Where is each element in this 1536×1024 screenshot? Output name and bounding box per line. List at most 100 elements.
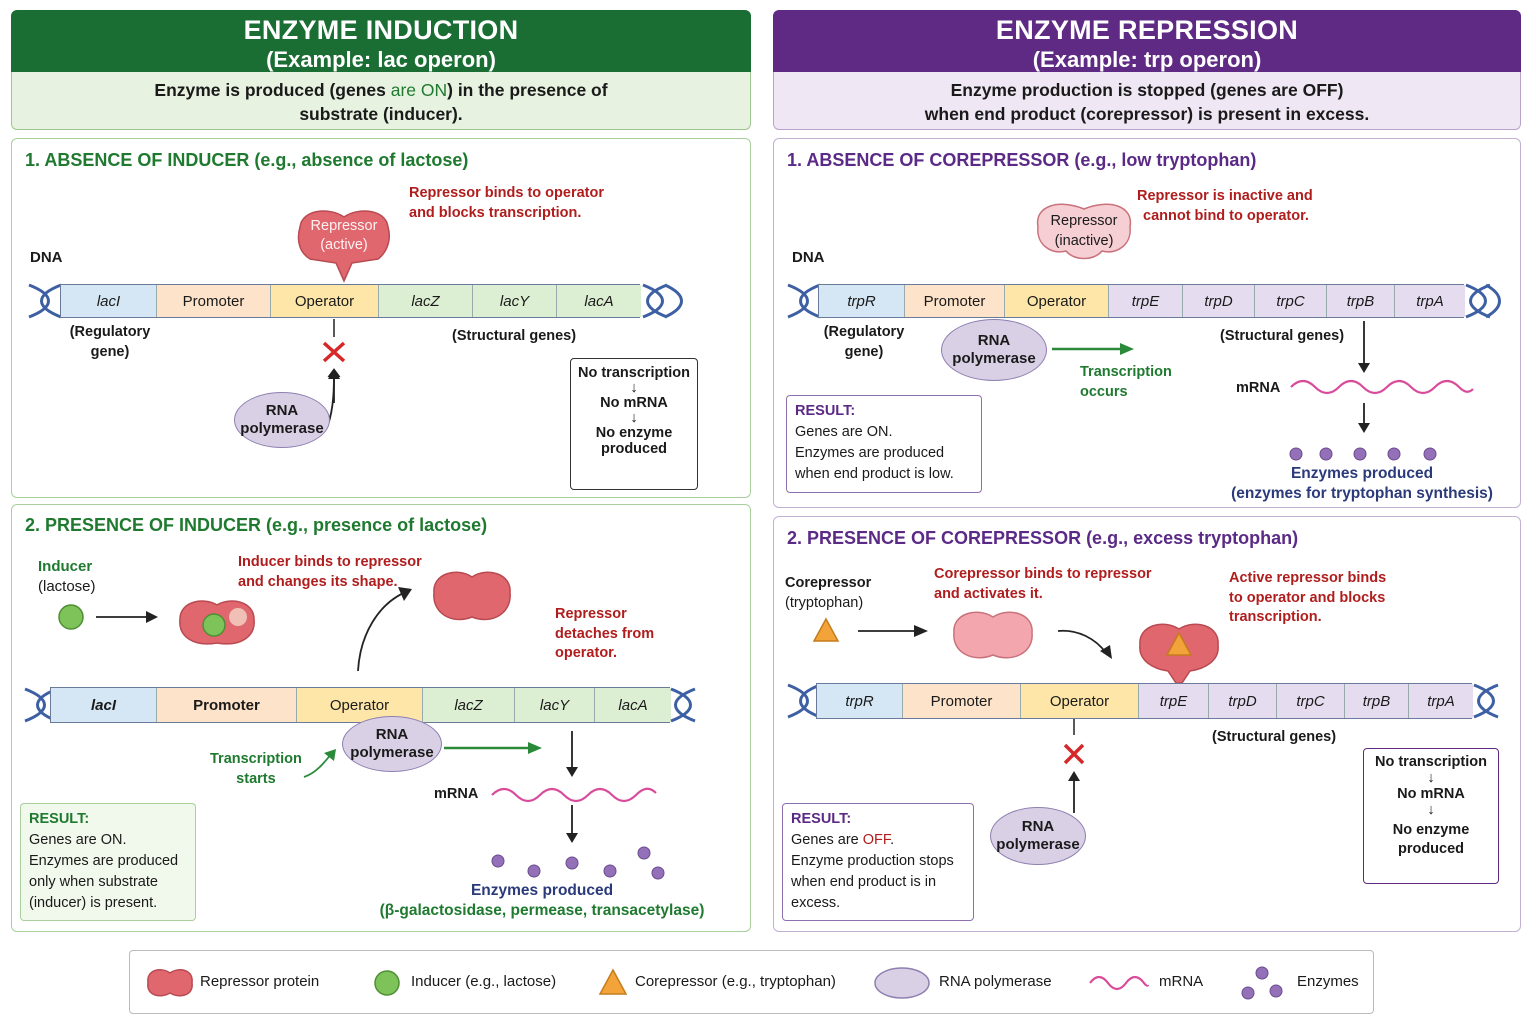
gene-lacY: lacY (473, 285, 557, 317)
enzymes-produced-label: Enzymes produced(enzymes for tryptophan … (1231, 465, 1493, 502)
structural-genes-label: (Structural genes) (1220, 328, 1345, 344)
mrna-label: mRNA (1236, 380, 1281, 396)
result-box: RESULT: Genes are OFF. Enzyme production… (782, 803, 974, 921)
legend-corepressor: Corepressor (e.g., tryptophan) (635, 973, 836, 990)
structural-genes-label: (Structural genes) (452, 328, 577, 344)
panel-title: 2. PRESENCE OF COREPRESSOR (e.g., excess… (787, 528, 1299, 548)
gene-promoter: Promoter (157, 688, 297, 722)
repressor-label: Repressor(inactive) (1050, 213, 1118, 249)
induction-example: (Example: lac operon) (266, 47, 496, 72)
mrna-label: mRNA (434, 786, 479, 802)
corepressor-legend-icon (598, 968, 628, 995)
repression-example: (Example: trp operon) (1032, 47, 1262, 72)
corepressor-label: Corepressor (tryptophan) (785, 575, 872, 611)
dna-helix-right-icon (642, 283, 683, 319)
gene-trpE: trpE (1109, 285, 1183, 317)
no-transcription-box: No transcription ↓ No mRNA ↓ No enzyme p… (570, 358, 698, 490)
dna-strip: lacI Promoter Operator lacZ lacY lacA (50, 687, 671, 723)
gene-trpB: trpB (1327, 285, 1395, 317)
legend-enzymes: Enzymes (1297, 973, 1359, 990)
repressor-legend-icon (147, 969, 193, 997)
repressor-label: Repressor(active) (310, 218, 378, 253)
gene-trpR: trpR (817, 684, 903, 718)
legend-rnap: RNA polymerase (939, 973, 1052, 990)
repression-panel-presence: 2. PRESENCE OF COREPRESSOR (e.g., excess… (773, 516, 1521, 932)
repressor-inducer-complex (179, 600, 255, 645)
legend-inducer: Inducer (e.g., lactose) (411, 973, 557, 990)
result-box: RESULT: Genes are ON. Enzymes are produc… (20, 803, 196, 921)
panel-title: 1. ABSENCE OF INDUCER (e.g., absence of … (25, 150, 469, 170)
down-arrows (566, 731, 578, 843)
rnap-legend-icon (874, 967, 930, 999)
dna-helix-right-icon (670, 687, 696, 723)
induction-title: ENZYME INDUCTION (243, 15, 519, 45)
repression-title: ENZYME REPRESSION (995, 15, 1299, 45)
gene-trpR: trpR (819, 285, 905, 317)
dna-helix-left-icon (787, 683, 821, 719)
detached-repressor (433, 571, 511, 621)
gene-trpD: trpD (1209, 684, 1277, 718)
gene-lacA: lacA (595, 688, 671, 722)
structural-genes-label: (Structural genes) (1212, 729, 1337, 745)
induction-panel-presence: 2. PRESENCE OF INDUCER (e.g., presence o… (11, 504, 751, 932)
down-arrows (1358, 321, 1370, 433)
enzymes-icon (491, 846, 665, 880)
gene-promoter: Promoter (905, 285, 1005, 317)
gene-lacZ: lacZ (379, 285, 473, 317)
repression-summary: Enzyme production is stopped (genes are … (773, 72, 1521, 130)
panel-title: 2. PRESENCE OF INDUCER (e.g., presence o… (25, 515, 488, 535)
gene-lacA: lacA (557, 285, 641, 317)
gene-operator: Operator (1021, 684, 1139, 718)
gene-trpA: trpA (1409, 684, 1473, 718)
gene-lacY: lacY (515, 688, 595, 722)
repressor-active-shape (297, 210, 390, 283)
genes-on-text: are ON (390, 80, 448, 100)
enzymes-produced-label: Enzymes produced(β-galactosidase, permea… (379, 882, 705, 919)
inducer-legend-icon (374, 970, 400, 996)
legend-mrna: mRNA (1159, 973, 1204, 990)
mrna-wave-icon (491, 787, 657, 803)
dna-strip: trpR Promoter Operator trpE trpD trpC tr… (816, 683, 1473, 719)
activate-curve-arrow (1057, 629, 1112, 659)
dna-helix-left-icon (787, 283, 821, 319)
starts-curve-arrow (303, 749, 336, 778)
dna-strip: trpR Promoter Operator trpE trpD trpC tr… (818, 284, 1465, 318)
corepressor-icon (812, 617, 840, 642)
gene-trpC: trpC (1255, 285, 1327, 317)
repressor-inactive-shape (1036, 203, 1132, 260)
gene-lacI: lacI (61, 285, 157, 317)
arrow-right-icon (858, 625, 928, 637)
dna-helix-left-icon (28, 283, 62, 319)
gene-lacI: lacI (51, 688, 157, 722)
active-repressor-shape (1139, 623, 1219, 684)
dna-label: DNA (30, 249, 63, 266)
blocked-arrow (1063, 719, 1085, 813)
gene-operator: Operator (271, 285, 379, 317)
inducer-icon (58, 604, 84, 630)
enzymes-icon (1289, 447, 1437, 461)
gene-promoter: Promoter (903, 684, 1021, 718)
transcription-arrow (444, 742, 542, 754)
gene-trpA: trpA (1395, 285, 1465, 317)
gene-trpC: trpC (1277, 684, 1345, 718)
gene-lacZ: lacZ (423, 688, 515, 722)
gene-trpE: trpE (1139, 684, 1209, 718)
induction-header: ENZYME INDUCTION (Example: lac operon) (11, 10, 751, 72)
inducer-label: Inducer (lactose) (38, 558, 96, 595)
repression-panel-absence: 1. ABSENCE OF COREPRESSOR (e.g., low try… (773, 138, 1521, 508)
induction-summary: Enzyme is produced (genes are ON) in the… (11, 72, 751, 130)
legend-repressor: Repressor protein (200, 973, 320, 990)
mrna-legend-icon (1089, 975, 1150, 991)
enzymes-legend-icon (1241, 966, 1283, 1000)
result-box: RESULT: Genes are ON. Enzymes are produc… (786, 395, 982, 493)
arrow-right-icon (96, 611, 158, 623)
gene-trpD: trpD (1183, 285, 1255, 317)
